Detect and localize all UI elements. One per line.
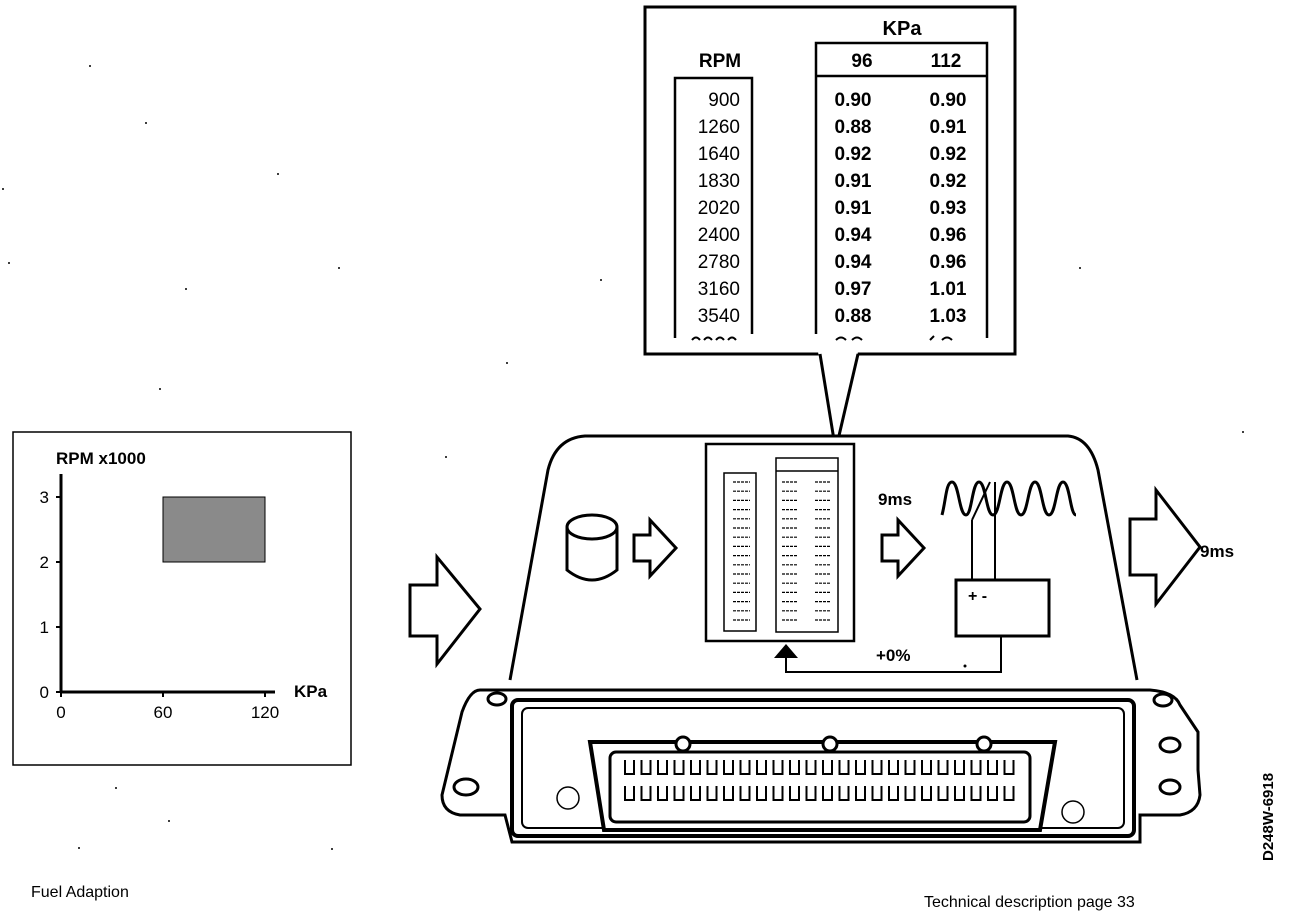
battery-label: + - xyxy=(968,588,987,605)
left-caption: Fuel Adaption xyxy=(31,884,129,901)
feedback-label: +0% xyxy=(876,646,911,665)
callout-table: KPa RPM 96 112 900 0.90 0.90 1260 0.88 0.91 16… xyxy=(643,5,1017,441)
feedback-arrowhead xyxy=(774,644,798,658)
value-cell-96: 0.91 xyxy=(835,171,872,192)
y-tick-label: 0 xyxy=(40,683,49,702)
mini-graph: RPM x1000 KPa 3 2 1 00 60 120 xyxy=(12,431,352,766)
rpm-cell: 2400 xyxy=(698,225,740,246)
mini-graph-ylabel: RPM x1000 xyxy=(56,449,146,468)
rpm-cell: 1260 xyxy=(698,117,740,138)
value-cell-112: 0.92 xyxy=(930,144,967,165)
rpm-cell: 1830 xyxy=(698,171,740,192)
kpa-header: KPa xyxy=(883,18,923,40)
right-caption: Technical description page 33 xyxy=(924,894,1135,911)
value-cell-112: 0.96 xyxy=(930,252,967,273)
value-cell-96: 0.88 xyxy=(835,306,872,327)
y-tick-label: 1 xyxy=(40,618,49,637)
arrow-to-table-icon xyxy=(632,516,679,580)
col-header-96: 96 xyxy=(851,51,872,72)
feedback-line xyxy=(785,636,1002,673)
kpa-column-frame xyxy=(814,41,989,338)
rpm-cell: 3540 xyxy=(698,306,740,327)
value-cell-96: 0.94 xyxy=(835,225,872,246)
ecu-mini-table xyxy=(704,442,856,643)
injector-driver-box xyxy=(954,578,1051,638)
adaption-region xyxy=(162,496,266,563)
x-tick-label: 0 xyxy=(56,703,65,722)
rpm-cell: 2020 xyxy=(698,198,740,219)
col-header-112: 112 xyxy=(931,51,962,72)
arrow-to-injector-icon xyxy=(880,516,927,580)
value-cell-96: 0.91 xyxy=(835,198,872,219)
rpm-header: RPM xyxy=(699,51,741,72)
y-tick-label: 2 xyxy=(40,553,49,572)
value-cell-96: 0.92 xyxy=(835,144,872,165)
mini-graph-xlabel: KPa xyxy=(294,682,328,701)
y-tick-label: 3 xyxy=(40,488,49,507)
value-cell-112: 1.03 xyxy=(930,306,967,327)
value-cell-112: 0.92 xyxy=(930,171,967,192)
value-cell-96: 0.97 xyxy=(835,279,872,300)
mini-graph-frame xyxy=(12,431,352,766)
value-cell-112: 1.01 xyxy=(930,279,967,300)
output-pulse-label: 9ms xyxy=(1200,542,1234,561)
output-arrow xyxy=(1128,485,1202,609)
value-cell-96: 0.88 xyxy=(835,117,872,138)
x-tick-label: 120 xyxy=(251,703,279,722)
value-cell-112: 0.91 xyxy=(930,117,967,138)
partial-row xyxy=(680,334,980,341)
value-cell-112: 0.93 xyxy=(930,198,967,219)
rpm-cell: 900 xyxy=(708,90,740,111)
pulse-wave xyxy=(940,480,1077,517)
callout-box xyxy=(643,5,1017,356)
figure-id: D248W-6918 xyxy=(1260,773,1277,861)
memory-cylinder-icon xyxy=(565,513,619,582)
input-arrow xyxy=(408,552,482,669)
value-cell-112: 0.90 xyxy=(930,90,967,111)
value-cell-96: 0.94 xyxy=(835,252,872,273)
input-pulse-label: 9ms xyxy=(878,490,912,509)
rpm-cell: 3160 xyxy=(698,279,740,300)
rpm-column-frame xyxy=(673,76,754,338)
value-cell-96: 0.90 xyxy=(835,90,872,111)
rpm-cell: 1640 xyxy=(698,144,740,165)
x-tick-label: 60 xyxy=(154,703,173,722)
value-cell-112: 0.96 xyxy=(930,225,967,246)
rpm-cell: 2780 xyxy=(698,252,740,273)
